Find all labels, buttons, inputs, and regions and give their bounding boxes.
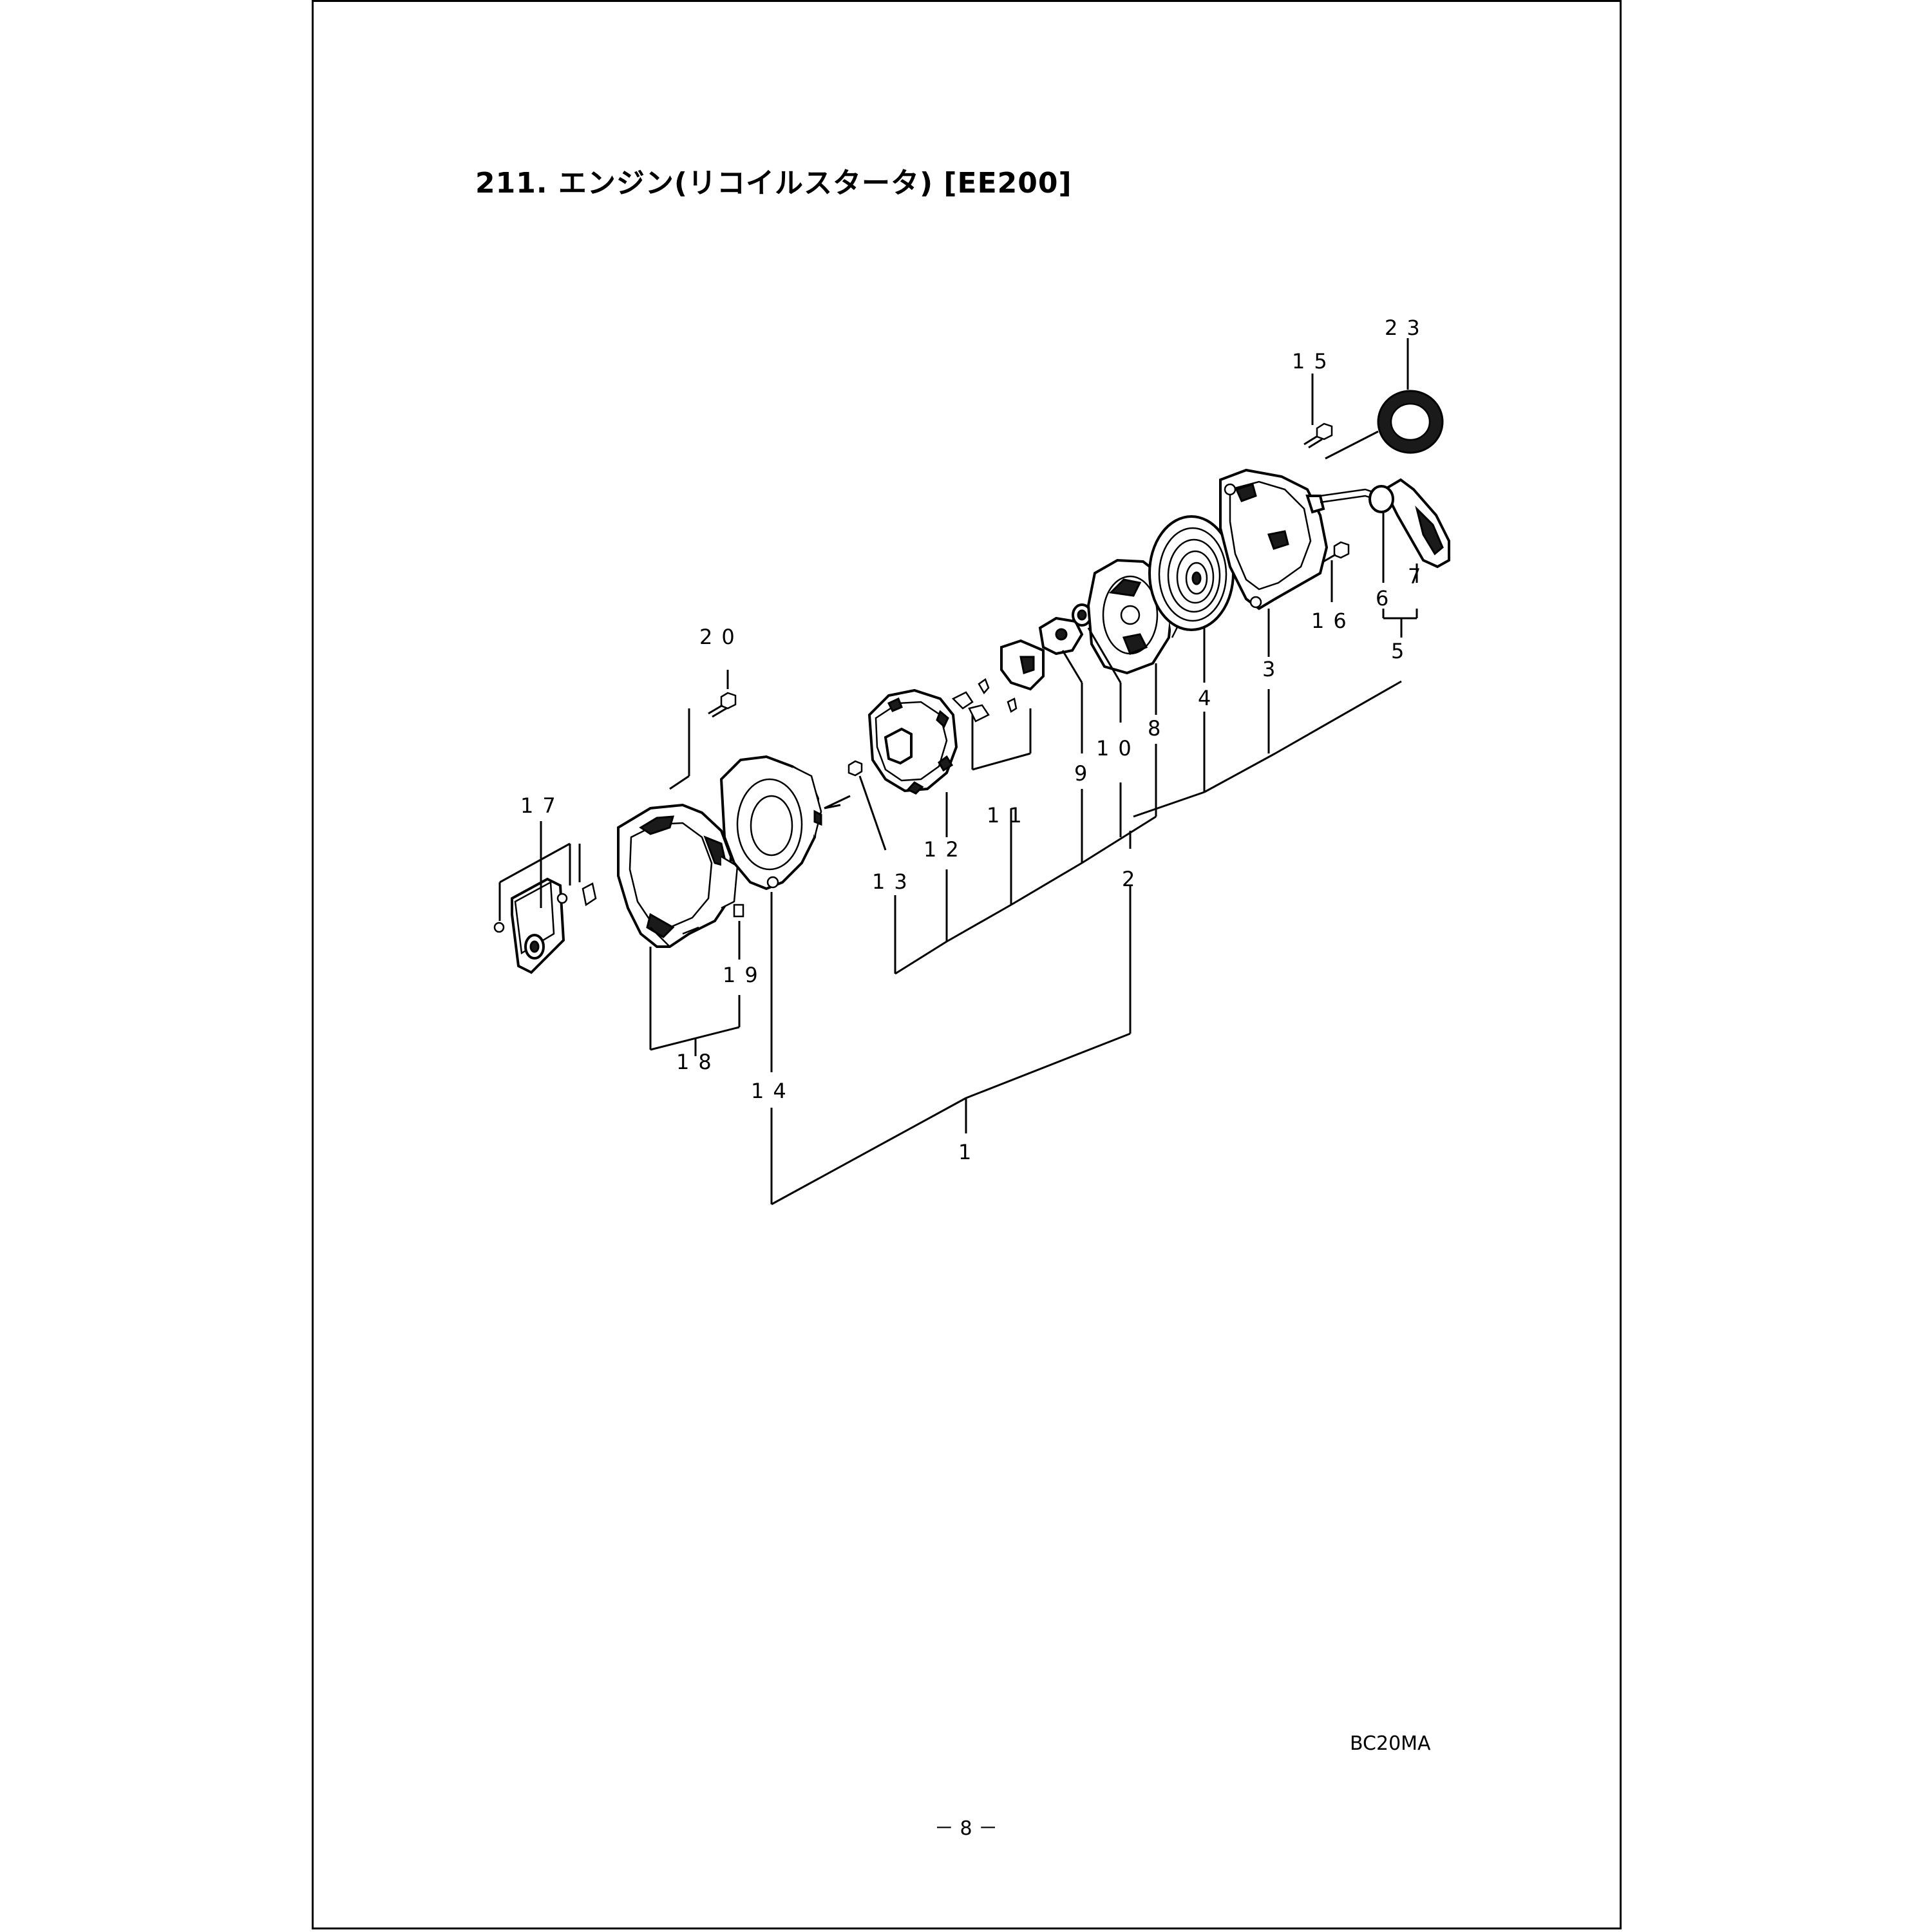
page-number: － 8 －: [934, 1817, 998, 1840]
part-18-starter-case: [617, 803, 739, 948]
part-17-cover-plate: [493, 877, 597, 974]
part-14-pulley-plate: [719, 755, 851, 891]
part-19-clip: [733, 904, 744, 918]
callout-5: 5: [1391, 639, 1413, 663]
part-7-handle-grip: [1368, 478, 1450, 569]
callout-17: 17: [520, 793, 565, 818]
callout-15: 15: [1292, 349, 1336, 374]
part-3-starter-case: [1219, 468, 1329, 611]
callout-11: 11: [987, 803, 1031, 828]
callout-9: 9: [1074, 761, 1096, 786]
callout-labels: 23 15 6 7 16 5 3 4 8 10 9 2 20 11 12 13 …: [520, 316, 1430, 1164]
callout-1: 1: [958, 1140, 980, 1164]
part-10-nut: [1072, 603, 1092, 627]
callout-20: 20: [699, 625, 744, 649]
callout-16: 16: [1311, 609, 1356, 633]
callout-8: 8: [1148, 716, 1170, 741]
part-15-bolt: [1303, 422, 1333, 449]
part-13-screw: [848, 760, 863, 777]
part-12-ratchet-hub: [867, 688, 958, 795]
callout-12: 12: [923, 837, 968, 862]
page-title: 211. エンジン(リコイルスタータ) [EE200]: [475, 167, 1072, 200]
callout-19: 19: [723, 963, 767, 987]
model-code: BC20MA: [1350, 1732, 1431, 1755]
callout-10: 10: [1096, 736, 1141, 761]
callout-2: 2: [1122, 867, 1144, 891]
part-9-friction-plate: [1038, 616, 1084, 656]
callout-4: 4: [1198, 686, 1220, 710]
callout-23: 23: [1385, 316, 1429, 340]
part-20-bolt: [708, 692, 737, 718]
part-16-bolt: [1323, 541, 1350, 563]
part-11-pawls: [951, 639, 1045, 723]
part-23-emblem: [1377, 390, 1444, 454]
callout-13: 13: [872, 869, 916, 894]
callout-14: 14: [751, 1079, 795, 1103]
leader-lines: [498, 338, 1418, 1206]
callout-3: 3: [1262, 657, 1284, 681]
callout-6: 6: [1376, 586, 1397, 611]
callout-18: 18: [676, 1050, 721, 1074]
callout-7: 7: [1408, 564, 1430, 589]
